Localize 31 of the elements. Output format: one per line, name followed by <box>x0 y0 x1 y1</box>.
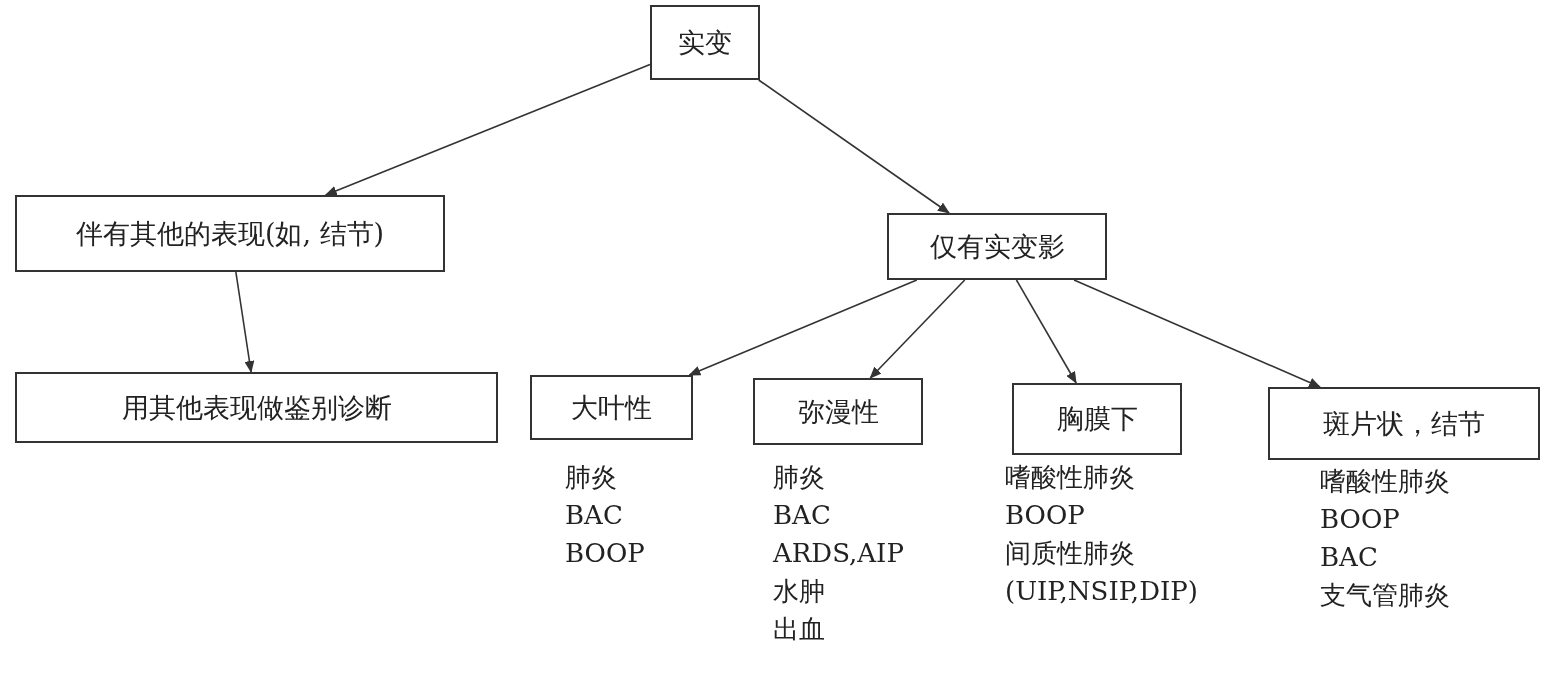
diagnosis-text: BAC <box>1320 541 1378 574</box>
category-box: 伴有其他的表现(如, 结节) <box>15 195 445 272</box>
arrow <box>1015 279 1077 384</box>
arrow <box>1073 279 1321 388</box>
diagnosis-text: 出血 <box>773 613 825 646</box>
arrow <box>688 279 918 376</box>
diagnosis-text: BOOP <box>1005 499 1085 532</box>
category-box: 仅有实变影 <box>887 213 1107 280</box>
diagnosis-text: BAC <box>773 499 831 532</box>
diagnosis-text: 支气管肺炎 <box>1320 579 1450 612</box>
diagnosis-text: 肺炎 <box>565 461 617 494</box>
diagnosis-text: BAC <box>565 499 623 532</box>
category-box: 用其他表现做鉴别诊断 <box>15 372 498 443</box>
category-box: 斑片状，结节 <box>1268 387 1540 460</box>
category-box: 大叶性 <box>530 375 693 440</box>
diagnosis-text: 水肿 <box>773 575 825 608</box>
category-box: 实变 <box>650 5 760 80</box>
category-box: 胸膜下 <box>1012 383 1182 455</box>
diagnosis-text: BOOP <box>1320 503 1400 536</box>
diagnosis-text: 嗜酸性肺炎 <box>1320 465 1450 498</box>
arrow <box>757 79 950 214</box>
category-box: 弥漫性 <box>753 378 923 445</box>
arrow <box>235 271 255 373</box>
diagnosis-text: 肺炎 <box>773 461 825 494</box>
arrow <box>324 63 651 196</box>
diagnosis-text: ARDS,AIP <box>773 537 904 570</box>
arrow <box>869 279 966 379</box>
diagnosis-text: BOOP <box>565 537 645 570</box>
diagnosis-text: (UIP,NSIP,DIP) <box>1005 575 1198 608</box>
diagnosis-text: 嗜酸性肺炎 <box>1005 461 1135 494</box>
diagnosis-text: 间质性肺炎 <box>1005 537 1135 570</box>
